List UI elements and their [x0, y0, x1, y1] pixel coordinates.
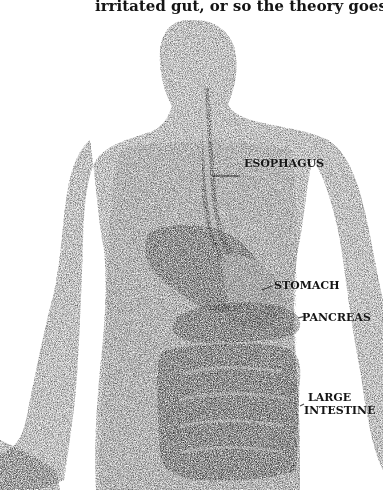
- label-large-intestine-1: LARGE: [308, 392, 351, 403]
- label-stomach: STOMACH: [274, 280, 340, 291]
- label-esophagus: ESOPHAGUS: [244, 158, 324, 169]
- label-large-intestine-2: INTESTINE: [304, 405, 375, 416]
- large-intestine-organ: [157, 344, 300, 481]
- article-text-fragment: irritated gut, or so the theory goes: [0, 0, 383, 16]
- label-pancreas: PANCREAS: [302, 312, 371, 323]
